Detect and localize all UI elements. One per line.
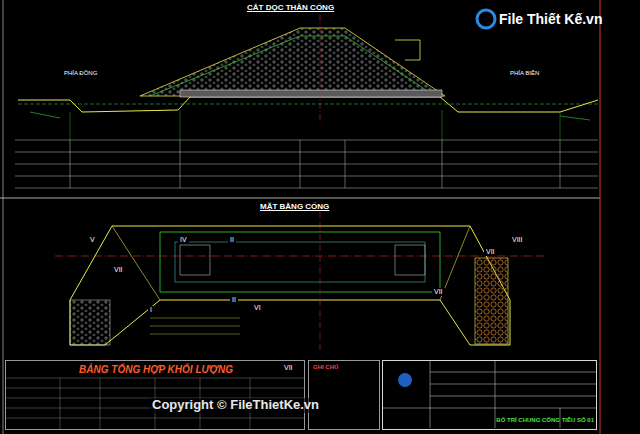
quantity-table: BẢNG TỔNG HỢP KHỐI LƯỢNG [5,360,305,430]
callout-number: VII [432,288,445,296]
callout-number: VI [252,304,263,312]
side-label: PHÍA BIỂN [508,70,541,77]
watermark: Copyright © FileThietKe.vn [150,398,321,413]
callout-number: VIII [510,236,525,244]
callout-number: IV [178,236,189,244]
node-text: BỐ TRÍ CHUNG CỐNG TIÊU SỐ 01 [496,417,594,424]
callout-number: II [228,236,236,244]
node-text: BẢNG TỔNG HỢP KHỐI LƯỢNG [79,364,233,376]
callout-number: VII [484,248,497,256]
notes-box: GHI CHÚ [308,360,380,430]
callout-number: VII [282,364,295,372]
node-text: GHI CHÚ [313,364,338,371]
callout-number: I [148,306,154,314]
side-label: PHÍA ĐỒNG [62,70,99,77]
title-block: BỐ TRÍ CHUNG CỐNG TIÊU SỐ 01 [382,360,597,430]
logo: File Thiết Kế.vn [497,8,607,32]
section-title: MẶT BẰNG CỐNG [258,202,331,211]
callout-number: VII [112,266,125,274]
callout-number: V [88,236,97,244]
callout-number: II [230,296,238,304]
node-text: File Thiết Kế.vn [499,11,602,27]
section-title: CẮT DỌC THÂN CỐNG [245,3,336,12]
